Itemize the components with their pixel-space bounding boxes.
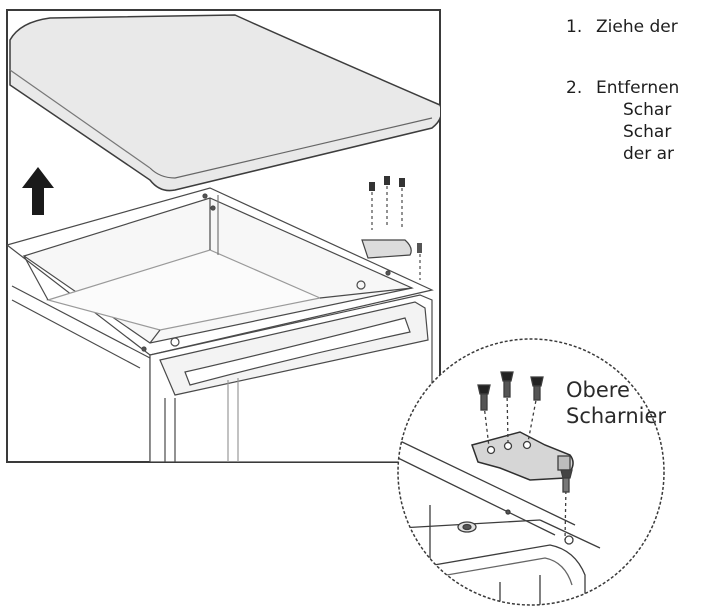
magnified-detail-circle <box>397 338 665 606</box>
step-number: 1. <box>566 17 583 37</box>
fridge-cabinet <box>7 187 434 462</box>
up-arrow-icon <box>22 167 54 215</box>
step-continuation-line: Schar <box>623 122 672 142</box>
upper-hinge-plate <box>471 431 574 481</box>
callout-line-1: Obere <box>566 378 630 402</box>
screw-icon <box>477 371 573 541</box>
step-number: 2. <box>566 78 583 98</box>
step-text: Entfernen <box>596 78 680 98</box>
step-text: Ziehe der <box>596 17 678 37</box>
callout-line-2: Scharnier <box>566 404 667 428</box>
step-continuation-line: der ar <box>623 144 675 164</box>
fridge-lid <box>9 14 440 192</box>
hinge-callout-label: Obere Scharnier <box>566 377 666 429</box>
main-illustration-frame <box>6 9 441 463</box>
hinge-icon <box>361 176 422 280</box>
step-continuation-line: Schar <box>623 100 672 120</box>
